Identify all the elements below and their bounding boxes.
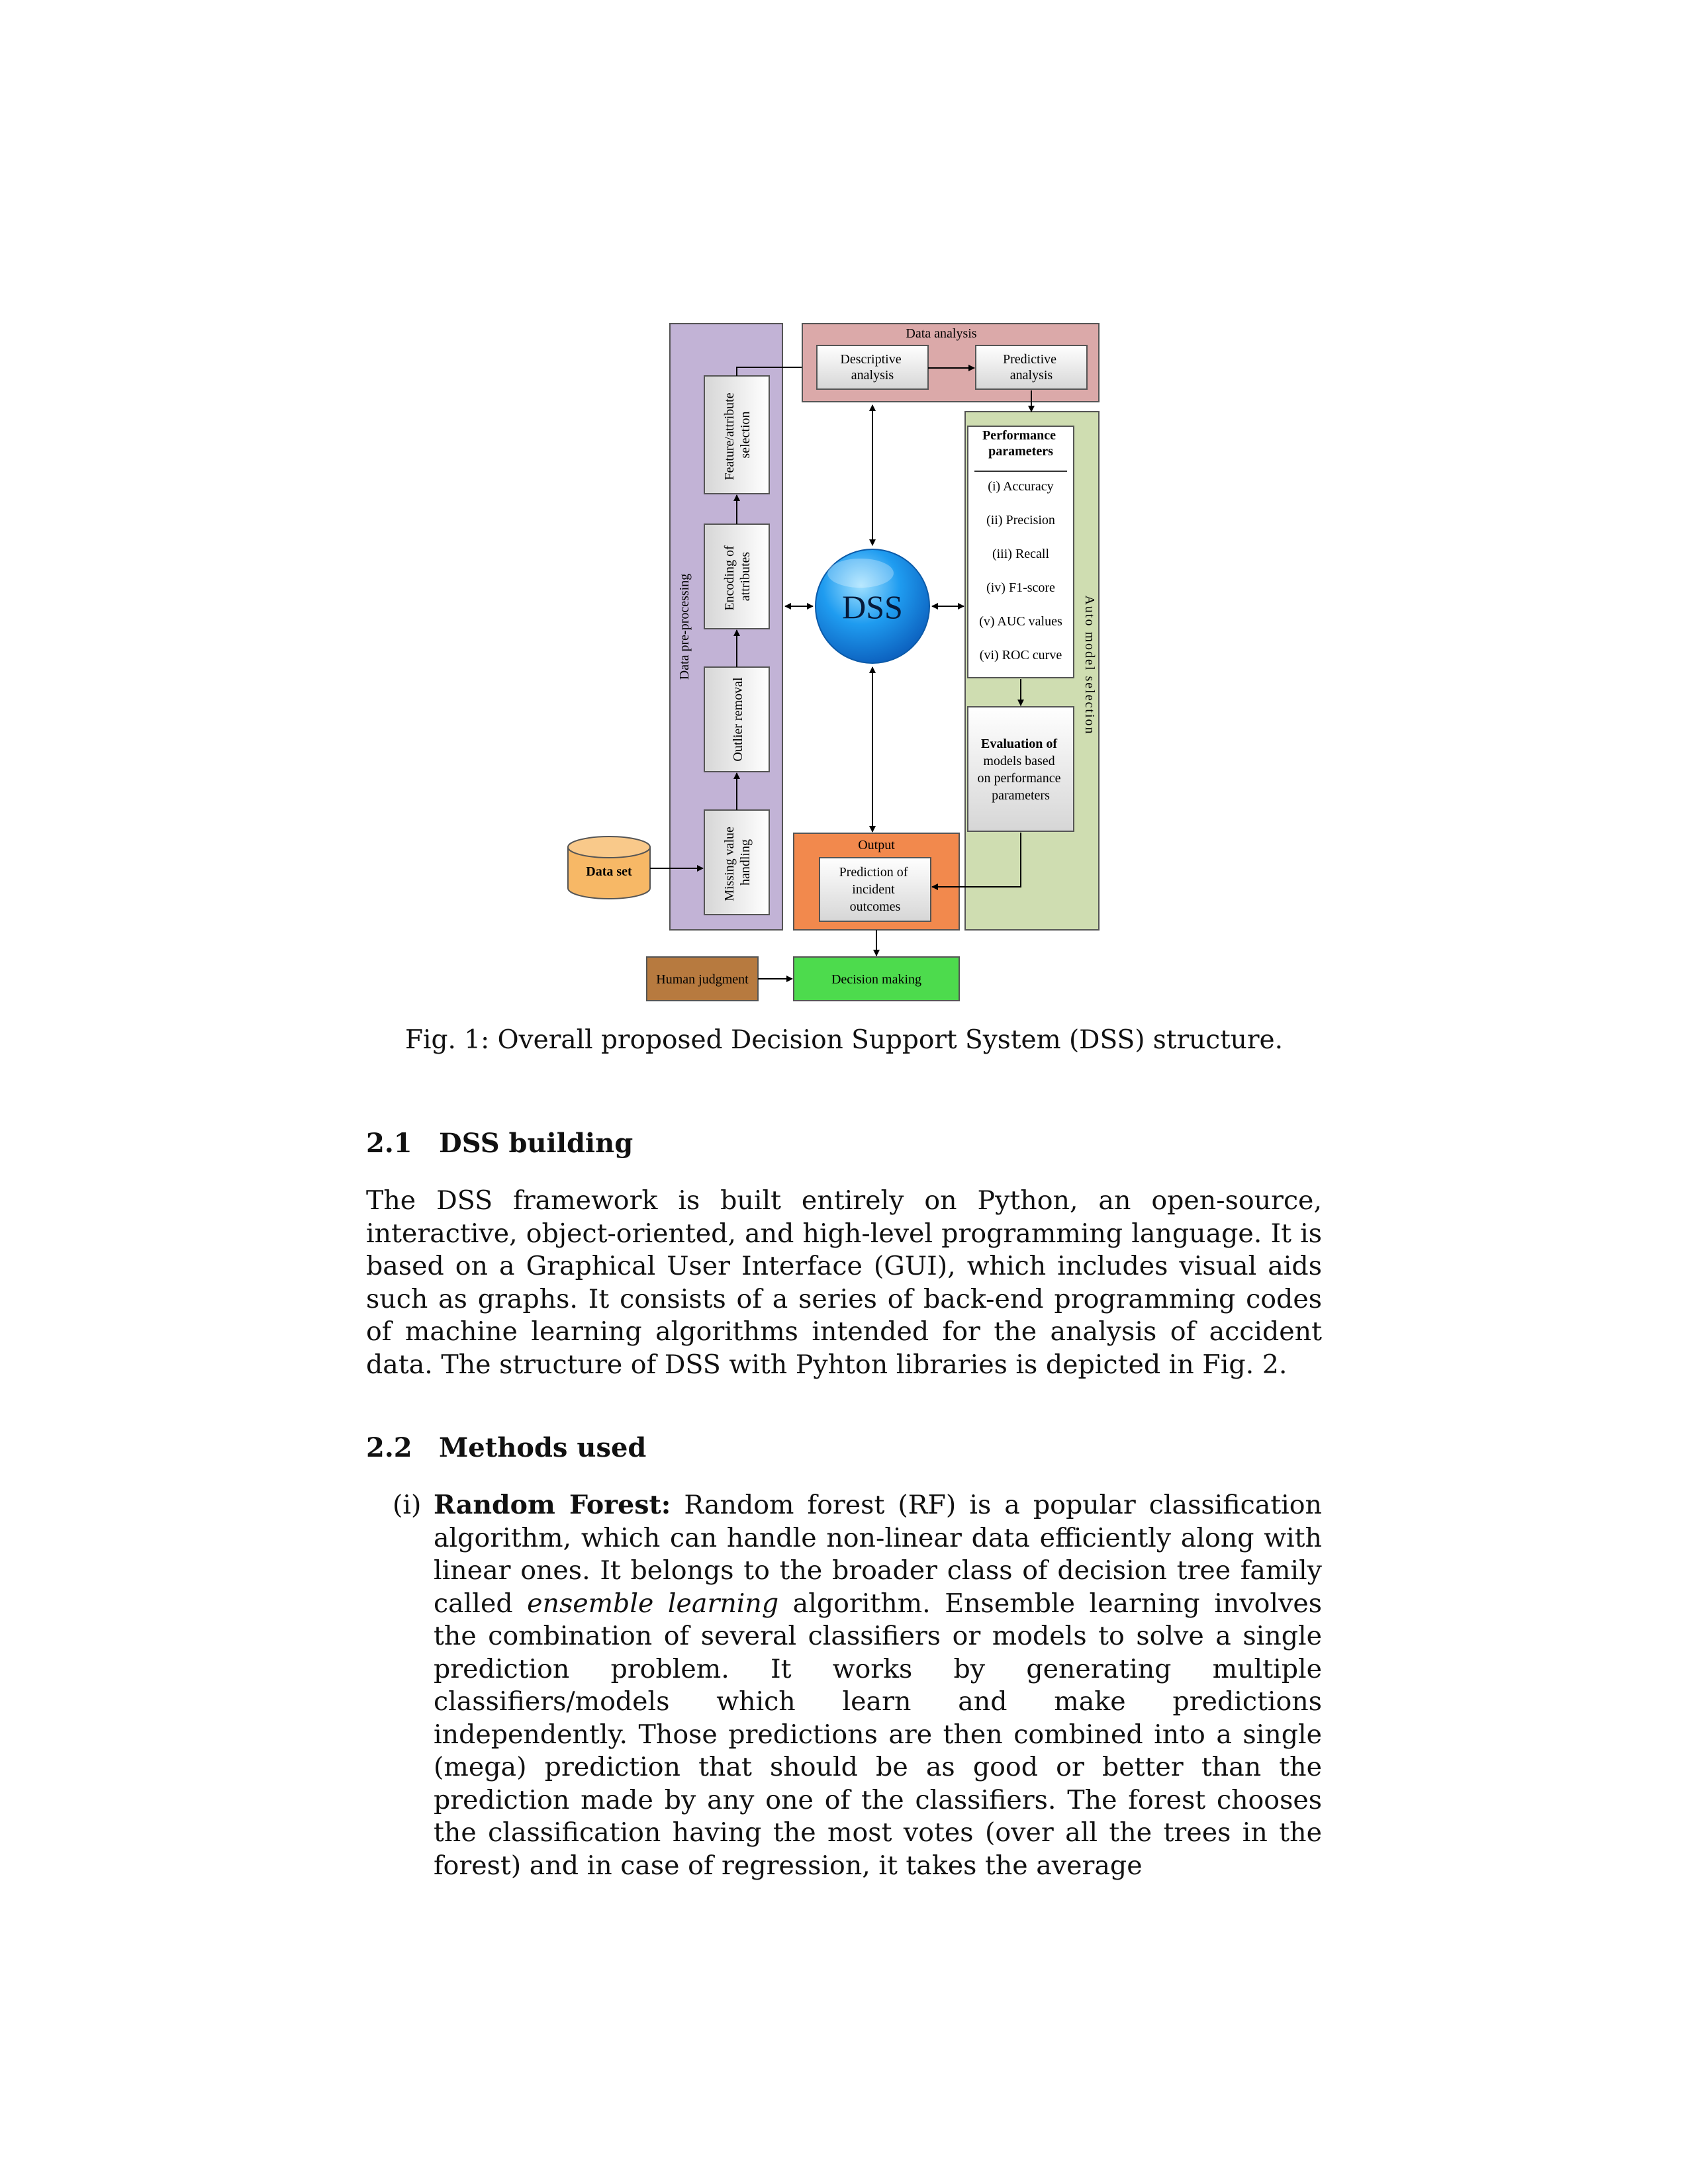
prediction-line-2: incident <box>852 882 895 897</box>
svg-text:Missing value handling: Missing value handling <box>722 823 753 901</box>
method-term: Random Forest: <box>434 1490 671 1520</box>
metric-recall: (iii) Recall <box>992 547 1050 561</box>
human-judgment-box <box>646 956 759 1001</box>
outlier-removal-label: Outlier removal <box>731 677 745 762</box>
decision-making-label: Decision making <box>831 972 921 987</box>
metric-f1: (iv) F1-score <box>986 580 1055 595</box>
section-title: DSS building <box>439 1128 633 1159</box>
metric-roc: (vi) ROC curve <box>980 648 1062 662</box>
missing-value-line-1: Missing value <box>722 827 737 901</box>
svg-text:Encoding of attributes: Encoding of attributes <box>722 542 753 610</box>
performance-title-line-1: Performance <box>982 428 1056 443</box>
list-marker: (i) <box>393 1490 422 1520</box>
feature-selection-box <box>704 375 770 494</box>
figure-caption: Fig. 1: Overall proposed Decision Suppor… <box>405 1025 1283 1055</box>
auto-model-title: Auto model selection <box>1082 595 1097 735</box>
evaluation-box <box>967 706 1074 832</box>
method-item-random-forest: (i) Random Forest: Random forest (RF) is… <box>393 1489 1322 1882</box>
dataset-cylinder <box>567 836 651 899</box>
evaluation-line-2: models based <box>983 754 1055 768</box>
descriptive-line-1: Descriptive <box>840 352 901 367</box>
section-heading-2-2: 2.2 Methods used <box>366 1432 646 1465</box>
evaluation-line-1: Evaluation of <box>981 737 1057 751</box>
metric-precision: (ii) Precision <box>986 513 1055 527</box>
feature-selection-line-1: Feature/attribute <box>722 392 737 480</box>
dss-label: DSS <box>842 588 903 625</box>
svg-text:Prediction of incident: Prediction of incident outcomes <box>839 865 912 914</box>
human-judgment-label: Human judgment <box>656 972 749 987</box>
section-title: Methods used <box>439 1432 647 1463</box>
missing-value-line-2: handling <box>738 839 753 886</box>
dss-structure-figure: Data pre-processing Missing value handli… <box>567 323 1100 1001</box>
evaluation-line-3: on performance <box>977 771 1060 786</box>
encoding-line-1: Encoding of <box>722 545 737 611</box>
section-heading-2-1: 2.1 DSS building <box>366 1127 633 1160</box>
encoding-line-2: attributes <box>738 552 753 602</box>
outlier-removal-box <box>704 666 770 772</box>
list-item-body: Random Forest: Random forest (RF) is a p… <box>434 1489 1322 1882</box>
prediction-line-1: Prediction of <box>839 865 908 880</box>
section-number: 2.1 <box>366 1128 412 1159</box>
predictive-line-2: analysis <box>1010 368 1053 383</box>
performance-title-line-2: parameters <box>988 444 1053 459</box>
method-text-before: Random forest (RF) is a popular classifi… <box>434 1490 1322 1619</box>
feature-selection-line-2: selection <box>738 411 753 458</box>
metric-auc: (v) AUC values <box>979 614 1062 629</box>
evaluation-line-4: parameters <box>992 788 1050 803</box>
svg-text:Performance parameters: Performance parameters <box>982 428 1059 459</box>
section-number: 2.2 <box>366 1432 412 1463</box>
svg-text:Predictive analysis: Predictive analysis <box>1003 352 1060 383</box>
method-text-after: algorithm. Ensemble learning involves th… <box>434 1588 1322 1881</box>
dataset-label: Data set <box>586 864 632 879</box>
predictive-line-1: Predictive <box>1003 352 1056 367</box>
predictive-analysis-box <box>975 345 1088 390</box>
missing-value-box <box>704 809 770 915</box>
output-title: Output <box>858 838 895 852</box>
dss-circle <box>815 549 930 664</box>
prediction-line-3: outcomes <box>850 899 901 914</box>
descriptive-analysis-box <box>816 345 929 390</box>
encoding-box <box>704 523 770 629</box>
data-analysis-title: Data analysis <box>906 326 976 341</box>
metric-accuracy: (i) Accuracy <box>988 479 1053 494</box>
decision-making-box <box>793 956 960 1001</box>
preprocessing-title: Data pre-processing <box>677 574 692 680</box>
svg-text:Evaluation of models based: Evaluation of models based on performanc… <box>977 737 1064 803</box>
svg-text:Descriptive analysis: Descriptive analysis <box>840 352 904 383</box>
prediction-box <box>819 857 931 922</box>
performance-parameters-box <box>967 426 1074 678</box>
dss-building-paragraph: The DSS framework is built entirely on P… <box>366 1185 1322 1380</box>
method-emphasis: ensemble learning <box>527 1588 779 1619</box>
descriptive-line-2: analysis <box>851 368 894 383</box>
svg-text:Feature/attribute selectio: Feature/attribute selection <box>722 389 753 480</box>
